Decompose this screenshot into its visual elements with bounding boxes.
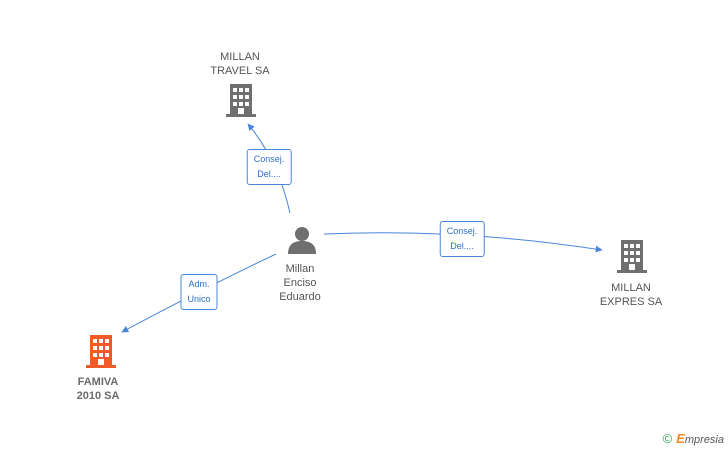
edge-label-travel[interactable]: Consej. Del....	[246, 149, 292, 185]
brand-initial: E	[676, 431, 685, 446]
company-name-millan-travel[interactable]: MILLAN TRAVEL SA	[210, 51, 270, 77]
copyright-symbol: ©	[662, 431, 673, 446]
brand-text: mpresia	[684, 434, 724, 446]
company-name-millan-expres[interactable]: MILLAN EXPRES SA	[599, 282, 663, 308]
edge-label-famiva[interactable]: Adm. Unico	[180, 274, 218, 310]
footer-brand: © Empresia	[663, 431, 724, 446]
brand-logo: Empresia	[676, 431, 724, 446]
person-icon[interactable]	[288, 227, 316, 254]
building-icon[interactable]	[226, 84, 256, 117]
building-icon[interactable]	[86, 335, 116, 368]
edge-label-expres[interactable]: Consej. Del....	[439, 221, 485, 257]
building-icon[interactable]	[617, 240, 647, 273]
person-name[interactable]: Millan Enciso Eduardo	[279, 263, 321, 303]
company-name-famiva[interactable]: FAMIVA 2010 SA	[76, 376, 120, 402]
